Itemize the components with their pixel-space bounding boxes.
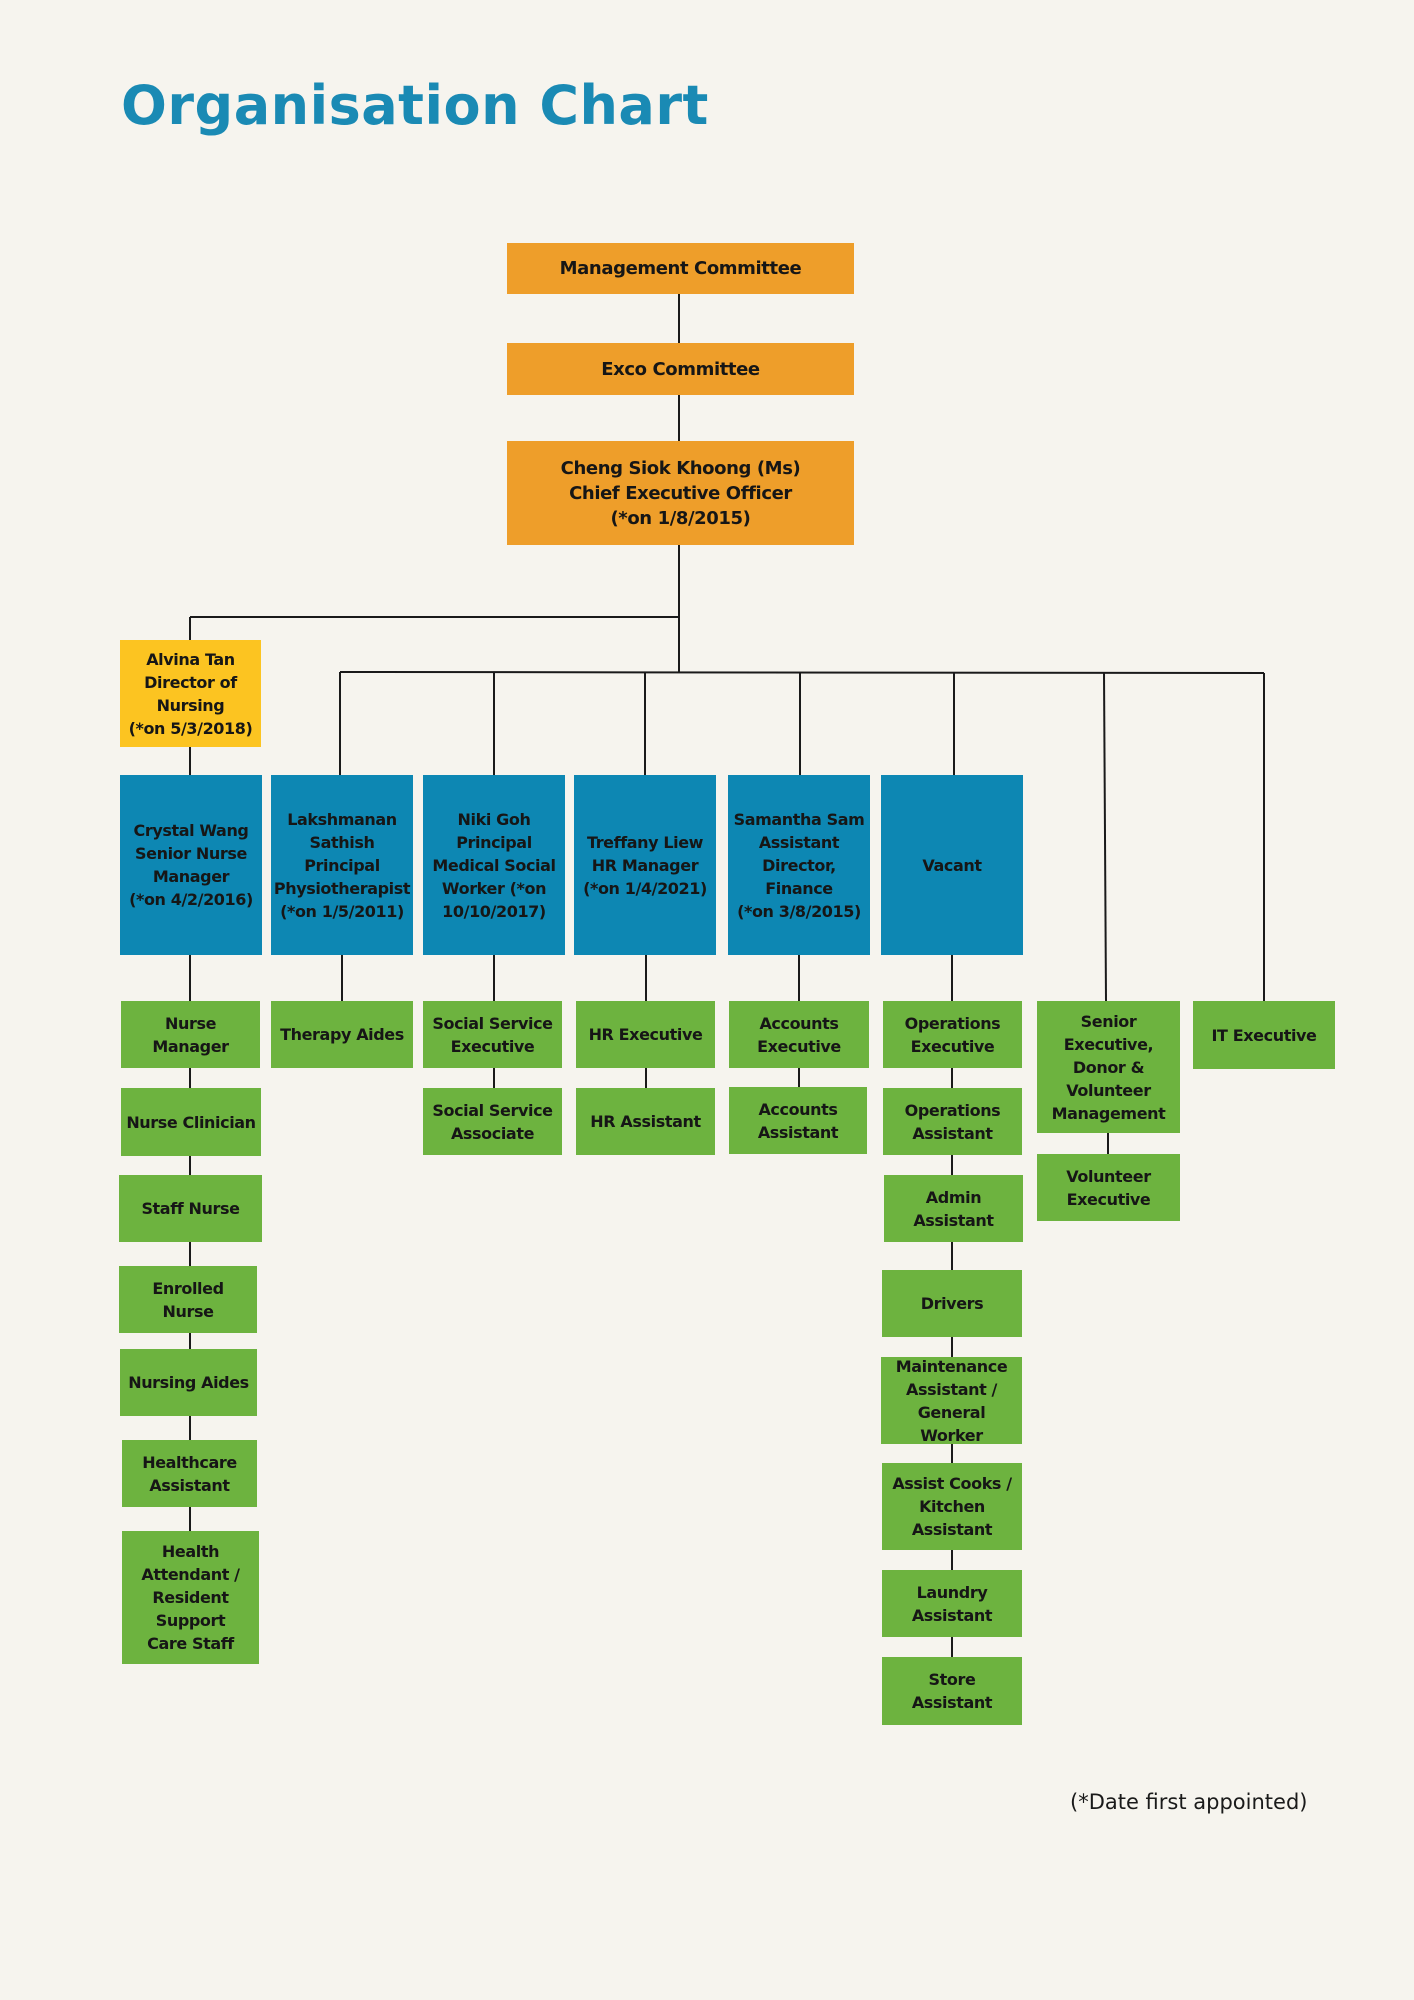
ceo-box: Cheng Siok Khoong (Ms) Chief Executive O… (507, 441, 854, 545)
health-attendant-box: Health Attendant / Resident Support Care… (122, 1531, 259, 1664)
assist-cooks-box: Assist Cooks / Kitchen Assistant (882, 1463, 1022, 1550)
hr-assistant-box: HR Assistant (576, 1088, 715, 1155)
volunteer-executive-box: Volunteer Executive (1037, 1154, 1180, 1221)
store-assistant-box: Store Assistant (882, 1657, 1022, 1725)
vacant-manager-box: Vacant (881, 775, 1023, 955)
therapy-aides-box: Therapy Aides (271, 1001, 413, 1068)
healthcare-assistant-box: Healthcare Assistant (122, 1440, 257, 1507)
assistant-director-finance-box: Samantha Sam Assistant Director, Finance… (728, 775, 870, 955)
page-title: Organisation Chart (121, 74, 709, 137)
principal-medical-social-worker-box: Niki Goh Principal Medical Social Worker… (423, 775, 565, 955)
accounts-executive-box: Accounts Executive (729, 1001, 869, 1068)
operations-executive-box: Operations Executive (883, 1001, 1022, 1068)
footnote: (*Date first appointed) (1070, 1790, 1308, 1814)
principal-physiotherapist-box: Lakshmanan Sathish Principal Physiothera… (271, 775, 413, 955)
accounts-assistant-box: Accounts Assistant (729, 1087, 867, 1154)
maintenance-assistant-box: Maintenance Assistant / General Worker (881, 1357, 1022, 1445)
nurse-manager-box: Nurse Manager (121, 1001, 260, 1068)
laundry-assistant-box: Laundry Assistant (882, 1570, 1022, 1637)
nursing-aides-box: Nursing Aides (120, 1349, 257, 1416)
admin-assistant-box: Admin Assistant (884, 1175, 1023, 1242)
hr-executive-box: HR Executive (576, 1001, 715, 1068)
social-service-associate-box: Social Service Associate (423, 1088, 562, 1155)
exco-committee-box: Exco Committee (507, 343, 854, 395)
operations-assistant-box: Operations Assistant (883, 1088, 1022, 1155)
senior-nurse-manager-box: Crystal Wang Senior Nurse Manager (*on 4… (120, 775, 262, 955)
connector (1103, 671, 1107, 1002)
senior-executive-volunteer-box: Senior Executive, Donor & Volunteer Mana… (1037, 1001, 1180, 1133)
drivers-box: Drivers (882, 1270, 1022, 1337)
it-executive-box: IT Executive (1193, 1001, 1335, 1069)
enrolled-nurse-box: Enrolled Nurse (119, 1266, 257, 1333)
staff-nurse-box: Staff Nurse (119, 1175, 262, 1242)
director-of-nursing-box: Alvina Tan Director of Nursing (*on 5/3/… (120, 640, 261, 747)
nurse-clinician-box: Nurse Clinician (121, 1088, 261, 1156)
social-service-executive-box: Social Service Executive (423, 1001, 562, 1068)
hr-manager-box: Treffany Liew HR Manager (*on 1/4/2021) (574, 775, 716, 955)
connector (339, 671, 1265, 674)
management-committee-box: Management Committee (507, 243, 854, 294)
